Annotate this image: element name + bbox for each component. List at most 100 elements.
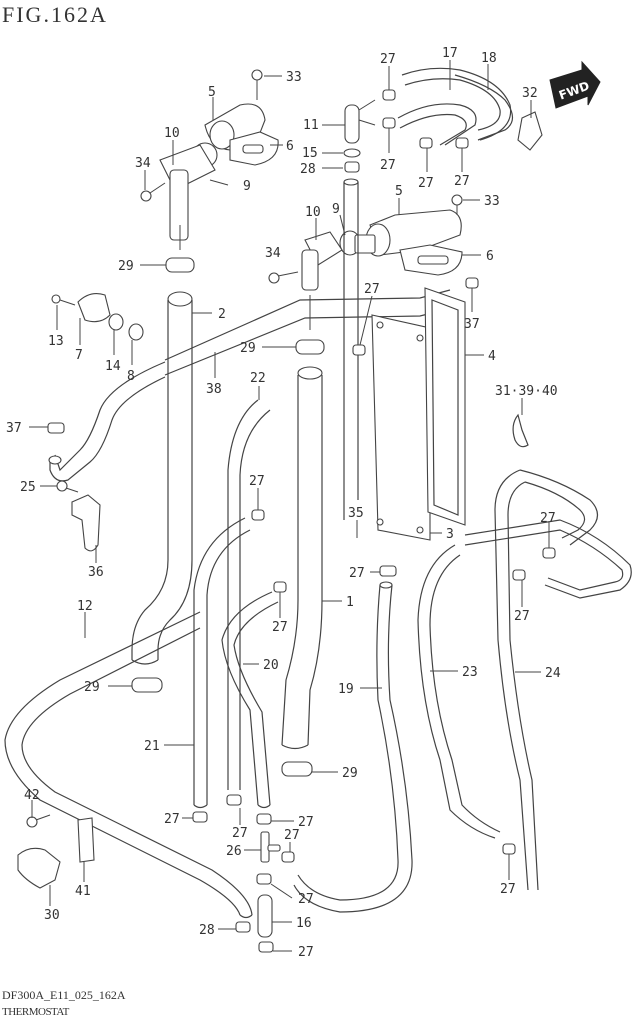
callout-6: 6 xyxy=(286,139,294,154)
bolt-34-upper xyxy=(140,182,166,202)
callout-2: 2 xyxy=(218,307,226,322)
thermostat-cap-10-lower xyxy=(301,231,343,291)
callout-27: 27 xyxy=(272,620,288,635)
thermostat-9-lower xyxy=(339,230,376,256)
callout-28: 28 xyxy=(199,923,215,938)
bolt-25 xyxy=(56,480,79,493)
callout-1: 1 xyxy=(346,595,354,610)
clamp-27 xyxy=(455,137,469,149)
callout-27: 27 xyxy=(298,945,314,960)
callout-10: 10 xyxy=(164,126,180,141)
callout-21: 21 xyxy=(144,739,160,754)
callout-27: 27 xyxy=(380,52,396,67)
callout-38: 38 xyxy=(206,382,222,397)
callout-29: 29 xyxy=(118,259,134,274)
callout-12: 12 xyxy=(77,599,93,614)
callout-41: 41 xyxy=(75,884,91,899)
callout-15: 15 xyxy=(302,146,318,161)
callout-32: 32 xyxy=(522,86,538,101)
clamp-27 xyxy=(273,581,287,593)
diagram-subtitle: THERMOSTAT xyxy=(2,1006,69,1018)
hose-20 xyxy=(221,591,279,809)
callout-34: 34 xyxy=(135,156,151,171)
figure-title: FIG.162A xyxy=(2,2,108,27)
callout-9: 9 xyxy=(332,202,340,217)
bolt-34-lower xyxy=(268,271,299,284)
clamp-29 xyxy=(281,761,313,777)
clamp-27 xyxy=(352,344,366,356)
o-ring-14 xyxy=(108,313,124,331)
callout-33: 33 xyxy=(286,70,302,85)
hose-22 xyxy=(227,399,271,790)
clamp-37 xyxy=(465,277,479,289)
callout-26: 26 xyxy=(226,844,242,859)
callout-33: 33 xyxy=(484,194,500,209)
callout-27: 27 xyxy=(249,474,265,489)
bolt-33-upper xyxy=(251,69,263,100)
clamp-27 xyxy=(192,811,208,823)
clamp-27 xyxy=(512,569,526,581)
clamp-27 xyxy=(281,851,295,863)
callout-19: 19 xyxy=(338,682,354,697)
clip-32 xyxy=(517,111,543,151)
hose-2 xyxy=(131,291,193,665)
callout-28: 28 xyxy=(300,162,316,177)
callout-22: 22 xyxy=(250,371,266,386)
clamp-28 xyxy=(344,161,360,173)
sensor-7 xyxy=(77,293,111,323)
callout-27: 27 xyxy=(298,815,314,830)
callout-35: 35 xyxy=(348,506,364,521)
bracket-36 xyxy=(71,494,101,552)
bolt-42 xyxy=(26,814,51,828)
callout-27: 27 xyxy=(349,566,365,581)
hose-23 xyxy=(417,544,501,839)
vertical-tube xyxy=(343,178,359,520)
callout-23: 23 xyxy=(462,665,478,680)
hose-18 xyxy=(454,74,514,141)
callout-29: 29 xyxy=(342,766,358,781)
callout-24: 24 xyxy=(545,666,561,681)
callout-3: 3 xyxy=(446,527,454,542)
callout-34: 34 xyxy=(265,246,281,261)
fwd-direction-arrow: FWD xyxy=(549,60,601,109)
callout-27: 27 xyxy=(364,282,380,297)
callout-27: 27 xyxy=(232,826,248,841)
callout-25: 25 xyxy=(20,480,36,495)
callout-37: 37 xyxy=(464,317,480,332)
pipe-11 xyxy=(344,99,376,144)
gasket-6-upper xyxy=(229,131,279,166)
clamps xyxy=(47,89,556,953)
t-joint-26 xyxy=(260,831,281,863)
clamp-37 xyxy=(47,422,65,434)
callout-29: 29 xyxy=(84,680,100,695)
callout-9: 9 xyxy=(243,179,251,194)
clamp-27 xyxy=(382,89,396,101)
callout-16: 16 xyxy=(296,916,312,931)
clamp-30 xyxy=(17,847,61,889)
callout-29: 29 xyxy=(240,341,256,356)
clamp-27 xyxy=(502,843,516,855)
callout-20: 20 xyxy=(263,658,279,673)
clamp-27 xyxy=(542,547,556,559)
clamp-27 xyxy=(379,565,397,577)
clamp-27 xyxy=(256,873,272,885)
seal-15 xyxy=(343,148,361,158)
callout-6: 6 xyxy=(486,249,494,264)
clamp-27 xyxy=(251,509,265,521)
hose-24 xyxy=(464,469,632,891)
bracket-41 xyxy=(77,817,95,863)
hose-16 xyxy=(257,894,273,938)
clamp-28 xyxy=(235,921,251,933)
hose-17 xyxy=(397,67,512,146)
callout-7: 7 xyxy=(75,348,83,363)
callout-27: 27 xyxy=(418,176,434,191)
callout-27: 27 xyxy=(380,158,396,173)
callout-31-39-40: 31·39·40 xyxy=(495,384,558,399)
callout-27: 27 xyxy=(284,828,300,843)
callout-37: 37 xyxy=(6,421,22,436)
callout-27: 27 xyxy=(540,511,556,526)
gasket-6-lower xyxy=(399,244,463,276)
diagram-code: DF300A_E11_025_162A xyxy=(2,988,126,1002)
callout-8: 8 xyxy=(127,369,135,384)
